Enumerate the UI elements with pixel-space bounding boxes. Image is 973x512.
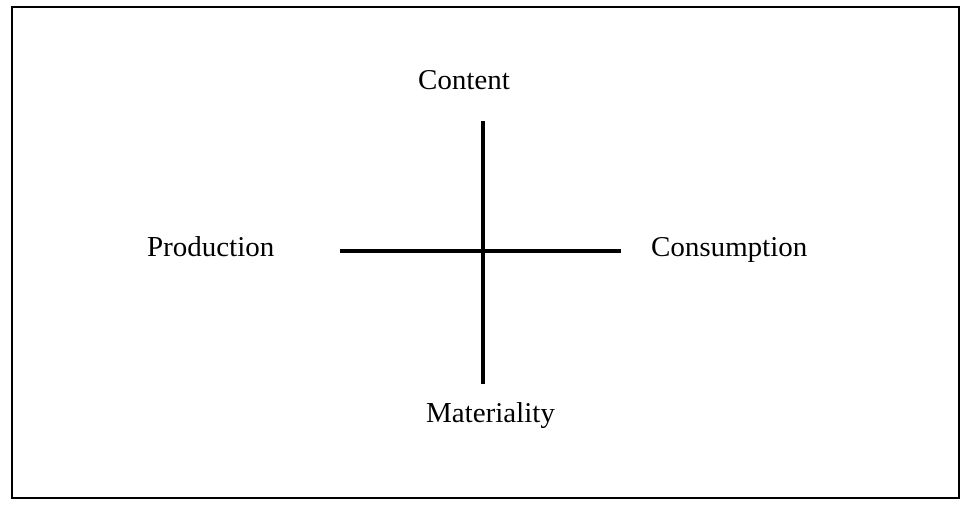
label-materiality: Materiality [426, 397, 555, 429]
vertical-axis-line [481, 121, 485, 384]
label-consumption: Consumption [651, 231, 808, 263]
horizontal-axis-line [340, 249, 621, 253]
label-production: Production [147, 231, 275, 263]
label-content: Content [418, 64, 510, 96]
